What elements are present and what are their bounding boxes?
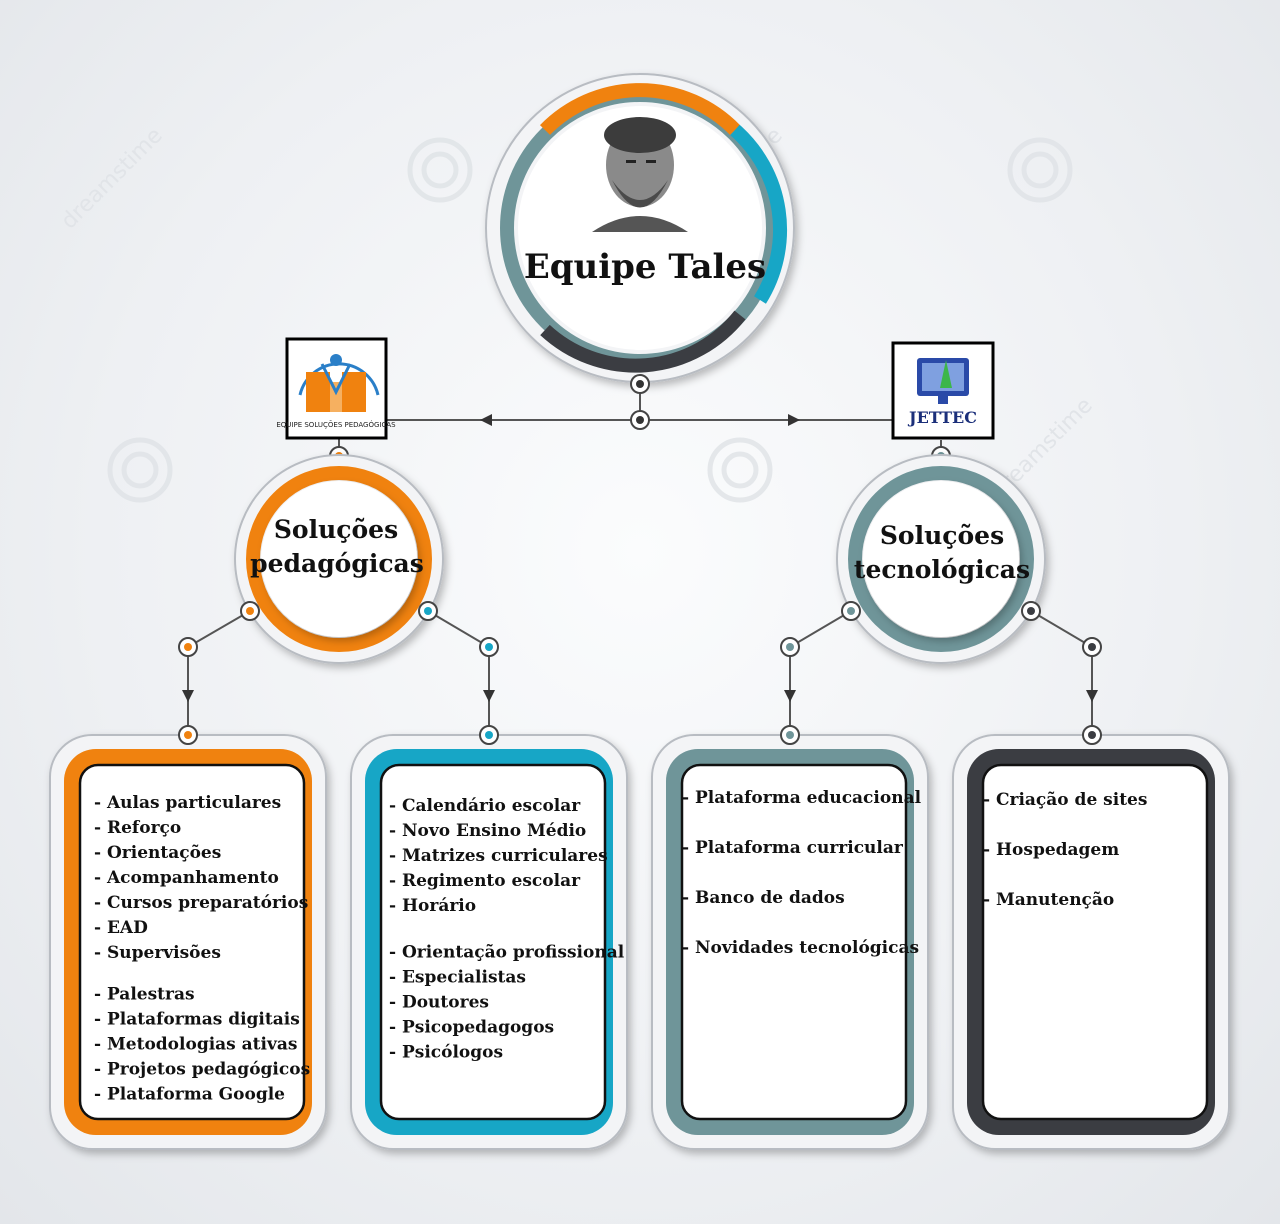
connection-dot-center bbox=[184, 731, 192, 739]
monitor-rocket-icon bbox=[917, 358, 969, 404]
branch-node-pedagogicas: Soluções pedagógicas bbox=[234, 446, 444, 664]
list-item: - Manutenção bbox=[983, 890, 1114, 910]
branch-line1: Soluções bbox=[274, 515, 398, 544]
connection-dot-center bbox=[1088, 731, 1096, 739]
leaf-boxes: - Aulas particulares - Reforço - Orientaçõ… bbox=[49, 725, 1230, 1150]
list-item: - Hospedagem bbox=[983, 840, 1119, 860]
list-item: - Orientações bbox=[94, 843, 221, 863]
logo-left-caption: EQUIPE SOLUÇÕES PEDAGÓGICAS bbox=[276, 420, 396, 429]
branch-line2: tecnológicas bbox=[854, 555, 1030, 584]
connection-dot-center bbox=[485, 731, 493, 739]
list-item: - Metodologias ativas bbox=[94, 1034, 297, 1054]
list-item: - Criação de sites bbox=[983, 790, 1147, 810]
root-title: Equipe Tales bbox=[524, 247, 766, 287]
list-item: - Palestras bbox=[94, 984, 195, 1004]
logo-jettec: JETTEC bbox=[891, 341, 995, 440]
list-item: - Horário bbox=[389, 896, 476, 916]
list-item: - Acompanhamento bbox=[94, 868, 279, 888]
list-item: - Especialistas bbox=[389, 967, 526, 987]
leaf-box: - Calendário escolar - Novo Ensino Médio -… bbox=[350, 725, 628, 1150]
watermark-text: dreamstime bbox=[57, 123, 168, 234]
list-item: - Calendário escolar bbox=[389, 796, 581, 816]
list-item: - Cursos preparatórios bbox=[94, 893, 308, 913]
list-item: - Supervisões bbox=[94, 943, 221, 963]
leaf-box: - Criação de sites - Hospedagem - Manutenç… bbox=[952, 725, 1230, 1150]
leaf-box: - Aulas particulares - Reforço - Orientaçõ… bbox=[49, 725, 327, 1150]
list-item: - Plataforma curricular bbox=[682, 838, 904, 858]
leaf-box: - Plataforma educacional - Plataforma cur… bbox=[651, 725, 929, 1150]
list-item: - Reforço bbox=[94, 818, 181, 838]
connection-dot-center bbox=[786, 731, 794, 739]
list-item: - Aulas particulares bbox=[94, 793, 281, 813]
list-item: - Plataformas digitais bbox=[94, 1009, 300, 1029]
list-item: - Novo Ensino Médio bbox=[389, 821, 586, 841]
root-node: Equipe Tales bbox=[485, 73, 795, 430]
list-item: - Orientação profissional bbox=[389, 942, 625, 962]
list-item: - Plataforma Google bbox=[94, 1084, 285, 1104]
logo-right-caption: JETTEC bbox=[907, 408, 977, 427]
branch-line2: pedagógicas bbox=[250, 549, 424, 578]
list-item: - Novidades tecnológicas bbox=[682, 938, 919, 958]
arrow-heads bbox=[182, 414, 1098, 702]
list-item: - Psicopedagogos bbox=[389, 1017, 554, 1037]
connection-dots bbox=[178, 637, 1102, 657]
open-book-icon bbox=[306, 372, 366, 412]
list-item: - EAD bbox=[94, 918, 148, 938]
logo-equipe-solucoes: EQUIPE SOLUÇÕES PEDAGÓGICAS bbox=[276, 337, 396, 440]
branch-line1: Soluções bbox=[880, 521, 1004, 550]
list-item: - Matrizes curriculares bbox=[389, 846, 608, 866]
list-item: - Doutores bbox=[389, 992, 489, 1012]
list-item: - Psicólogos bbox=[389, 1042, 503, 1062]
list-item: - Banco de dados bbox=[682, 888, 845, 908]
list-item: - Projetos pedagógicos bbox=[94, 1059, 310, 1079]
list-item: - Regimento escolar bbox=[389, 871, 581, 891]
branch-node-tecnologicas: Soluções tecnológicas bbox=[836, 446, 1046, 664]
philosopher-bust-icon bbox=[592, 117, 688, 232]
list-item: - Plataforma educacional bbox=[682, 788, 922, 808]
